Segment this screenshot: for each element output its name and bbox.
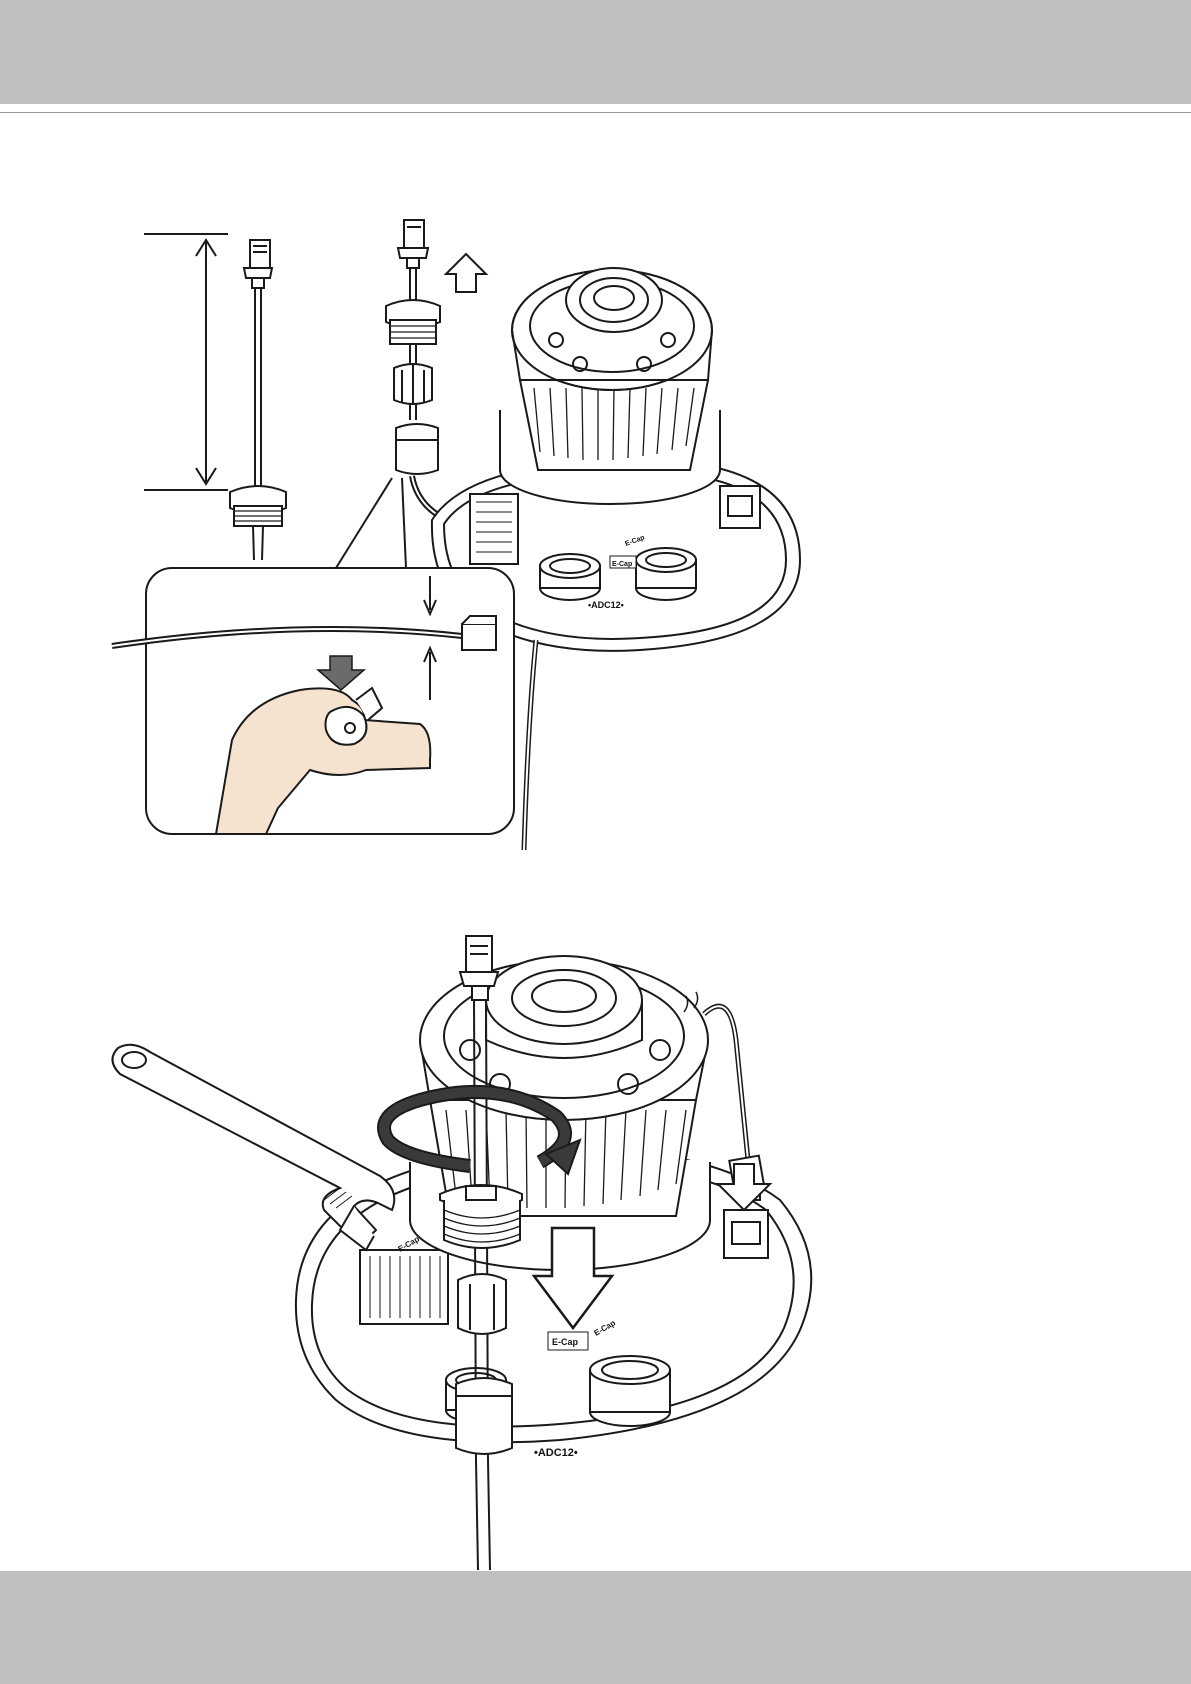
figure-cable-prep: E-Cap E-Cap •ADC12•: [0, 0, 1191, 880]
wrench: [112, 1045, 394, 1250]
adc-label: •ADC12•: [534, 1447, 578, 1459]
up-arrow: [446, 254, 486, 292]
footer-band: [0, 1571, 1191, 1684]
figure-gland-tighten: E-Cap E-Cap E-Cap •ADC12•: [0, 900, 1191, 1570]
adc-label: •ADC12•: [588, 600, 624, 610]
e-cap-label: E-Cap: [552, 1337, 579, 1347]
length-dimension: [144, 234, 228, 490]
e-cap-label: E-Cap: [612, 561, 632, 568]
cable-with-nut: [230, 240, 286, 560]
zoom-inset: [112, 568, 514, 834]
